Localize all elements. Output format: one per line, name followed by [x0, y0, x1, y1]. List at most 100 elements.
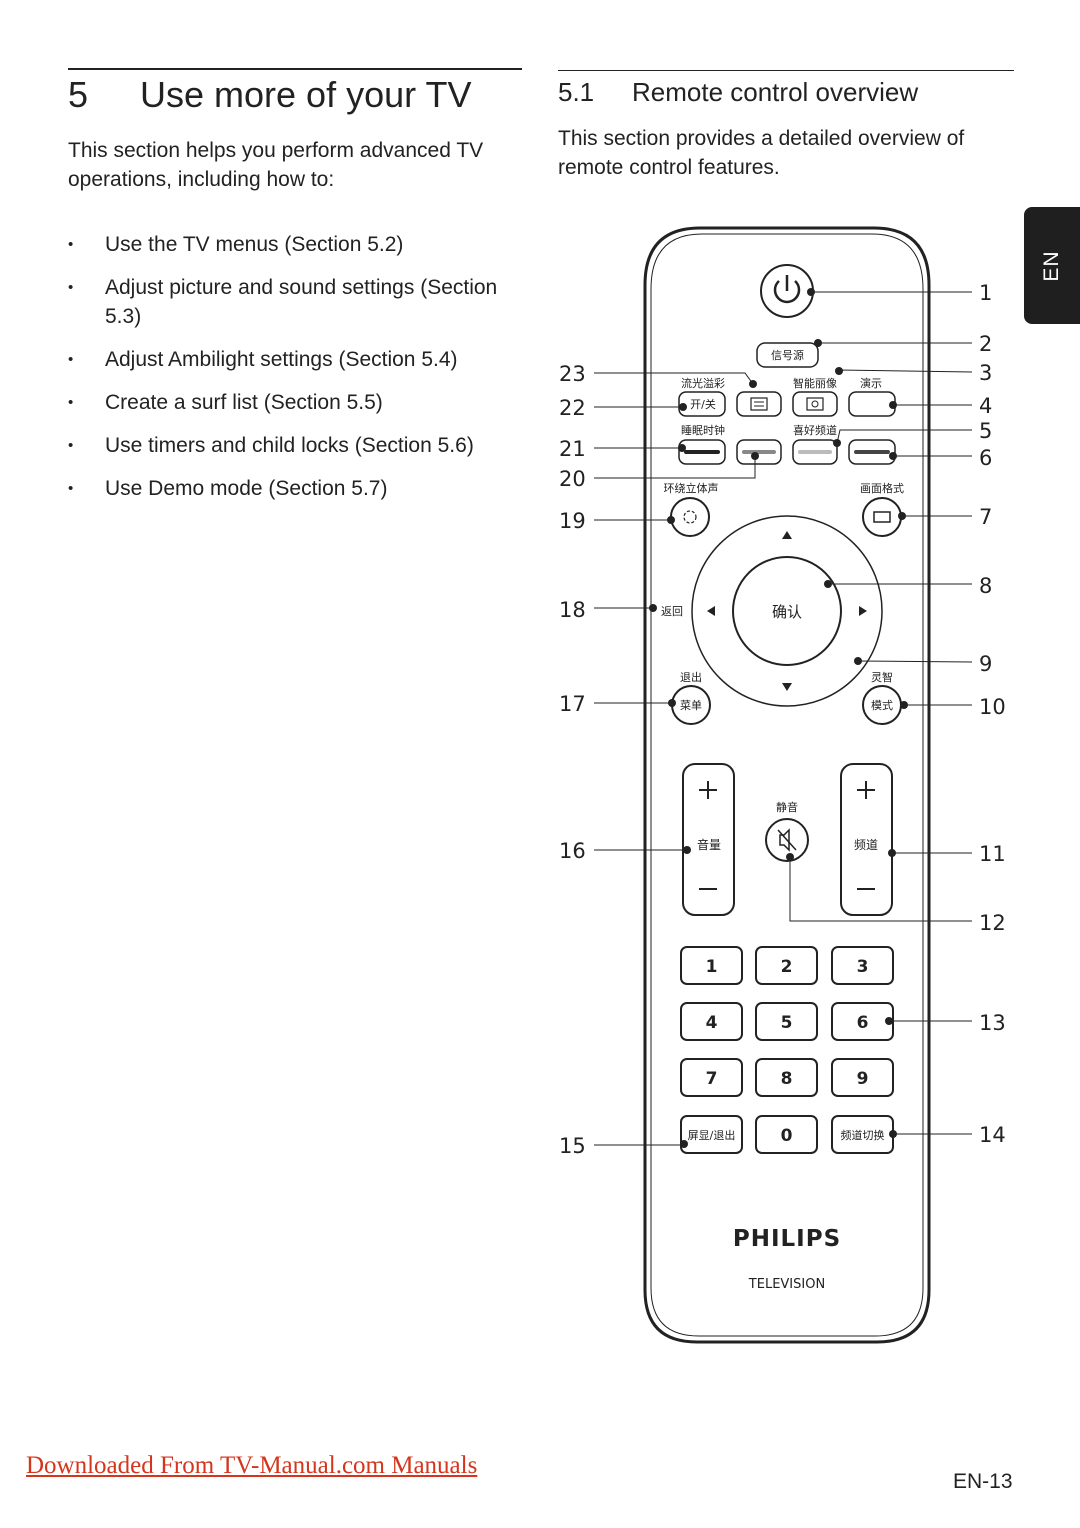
list-item: •Use timers and child locks (Section 5.6… — [68, 434, 474, 457]
smart-picture-button[interactable] — [792, 391, 838, 417]
demo-button[interactable] — [848, 391, 896, 417]
callout-5: 5 — [979, 419, 992, 443]
section-number: 5.1 — [558, 77, 595, 107]
list-item: •Adjust Ambilight settings (Section 5.4) — [68, 348, 458, 371]
surround-label: 环绕立体声 — [664, 481, 719, 495]
mute-icon — [779, 828, 790, 852]
ambilight-mode-button[interactable] — [736, 391, 782, 417]
brand-logo: PHILIPS — [733, 1226, 841, 1252]
section-title: Remote control overview — [632, 77, 919, 107]
section-heading: 5.1 Remote control overview — [558, 77, 918, 108]
key-9: 9 — [857, 1069, 869, 1089]
callout-7: 7 — [979, 505, 992, 529]
callout-11: 11 — [979, 842, 1006, 866]
down-arrow-icon — [782, 683, 792, 691]
ok-button[interactable]: 确认 — [732, 556, 842, 666]
picture-format-button[interactable] — [862, 497, 902, 537]
callout-3: 3 — [979, 361, 992, 385]
ambilight-onoff-button[interactable]: 开/关 — [678, 391, 726, 417]
callout-10: 10 — [979, 695, 1006, 719]
power-button[interactable] — [760, 264, 814, 318]
list-item: •Use Demo mode (Section 5.7) — [68, 477, 388, 500]
channel-rocker[interactable]: 频道 — [840, 763, 893, 916]
list-item: •Use the TV menus (Section 5.2) — [68, 233, 404, 256]
callout-6: 6 — [979, 446, 992, 470]
key-2: 2 — [781, 957, 793, 977]
volume-rocker[interactable]: 音量 — [682, 763, 735, 916]
download-source-link[interactable]: Downloaded From TV-Manual.com Manuals — [26, 1452, 478, 1479]
format-icon — [873, 511, 891, 523]
picture-icon — [806, 397, 824, 411]
exit-label: 退出 — [680, 670, 702, 684]
callout-12: 12 — [979, 911, 1006, 935]
mode-button[interactable]: 模式 — [862, 685, 902, 725]
yellow-button[interactable] — [792, 439, 838, 465]
callout-19: 19 — [559, 509, 586, 533]
menu-button[interactable]: 菜单 — [671, 685, 711, 725]
blue-button[interactable] — [848, 439, 896, 465]
callout-2: 2 — [979, 332, 992, 356]
key-7: 7 — [706, 1069, 718, 1089]
callout-20: 20 — [559, 467, 586, 491]
svg-text:菜单: 菜单 — [680, 699, 702, 712]
callout-18: 18 — [559, 598, 586, 622]
key-8: 8 — [781, 1069, 793, 1089]
chapter-intro: This section helps you perform advanced … — [68, 139, 484, 191]
section-list: •Use the TV menus (Section 5.2) •Adjust … — [68, 230, 518, 517]
chapter-number: 5 — [68, 74, 89, 115]
svg-text:频道: 频道 — [854, 838, 878, 852]
callout-dots — [649, 288, 908, 1148]
list-item: •Create a surf list (Section 5.5) — [68, 391, 383, 414]
language-tab: EN — [1024, 207, 1080, 324]
info-exit-key: 屏显/退出 — [688, 1128, 736, 1142]
callout-13: 13 — [979, 1011, 1006, 1035]
svg-text:信号源: 信号源 — [771, 348, 804, 362]
callout-23: 23 — [559, 362, 586, 386]
callout-21: 21 — [559, 437, 586, 461]
digit-keys[interactable]: 1 2 3 4 5 6 7 8 9 屏显/退出 0 频道切换 — [680, 946, 894, 1154]
right-arrow-icon — [859, 606, 867, 616]
callout-4: 4 — [979, 394, 992, 418]
callout-1: 1 — [979, 281, 992, 305]
red-button[interactable] — [678, 439, 726, 465]
callout-15: 15 — [559, 1134, 586, 1158]
left-arrow-icon — [707, 606, 715, 616]
callout-numbers: 1 2 3 4 5 6 7 8 9 10 11 12 13 14 15 16 1… — [559, 281, 1006, 1158]
page-number: EN-13 — [953, 1470, 1013, 1493]
sleep-label: 睡眠时钟 — [681, 423, 725, 437]
smart-label: 灵智 — [871, 670, 893, 684]
demo-label: 演示 — [860, 376, 882, 390]
svg-text:开/关: 开/关 — [690, 397, 716, 411]
ambilight-label: 流光溢彩 — [681, 376, 725, 390]
format-label: 画面格式 — [860, 481, 904, 495]
key-3: 3 — [857, 957, 869, 977]
key-1: 1 — [706, 957, 718, 977]
key-6: 6 — [857, 1013, 869, 1033]
callout-9: 9 — [979, 652, 992, 676]
chapter-title: Use more of your TV — [140, 74, 472, 115]
green-button[interactable] — [736, 439, 782, 465]
surround-button[interactable] — [670, 497, 710, 537]
source-button[interactable]: 信号源 — [756, 342, 819, 368]
svg-text:音量: 音量 — [697, 837, 721, 852]
mute-label: 静音 — [776, 800, 798, 814]
teletext-icon — [750, 397, 768, 411]
callout-14: 14 — [979, 1123, 1006, 1147]
chapter-heading: 5 Use more of your TV — [68, 74, 471, 116]
mute-button[interactable] — [765, 818, 809, 862]
up-arrow-icon — [782, 531, 792, 539]
section-intro: This section provides a detailed overvie… — [558, 127, 965, 179]
section-rule — [558, 70, 1014, 71]
surround-icon — [683, 510, 697, 524]
chapter-rule — [68, 68, 522, 70]
callout-8: 8 — [979, 574, 992, 598]
key-4: 4 — [706, 1013, 718, 1033]
svg-text:模式: 模式 — [871, 699, 893, 712]
channel-switch-key: 频道切换 — [841, 1128, 885, 1142]
callout-22: 22 — [559, 396, 586, 420]
brand-subtitle: TELEVISION — [748, 1277, 825, 1292]
callout-16: 16 — [559, 839, 586, 863]
callout-17: 17 — [559, 692, 586, 716]
key-5: 5 — [781, 1013, 793, 1033]
